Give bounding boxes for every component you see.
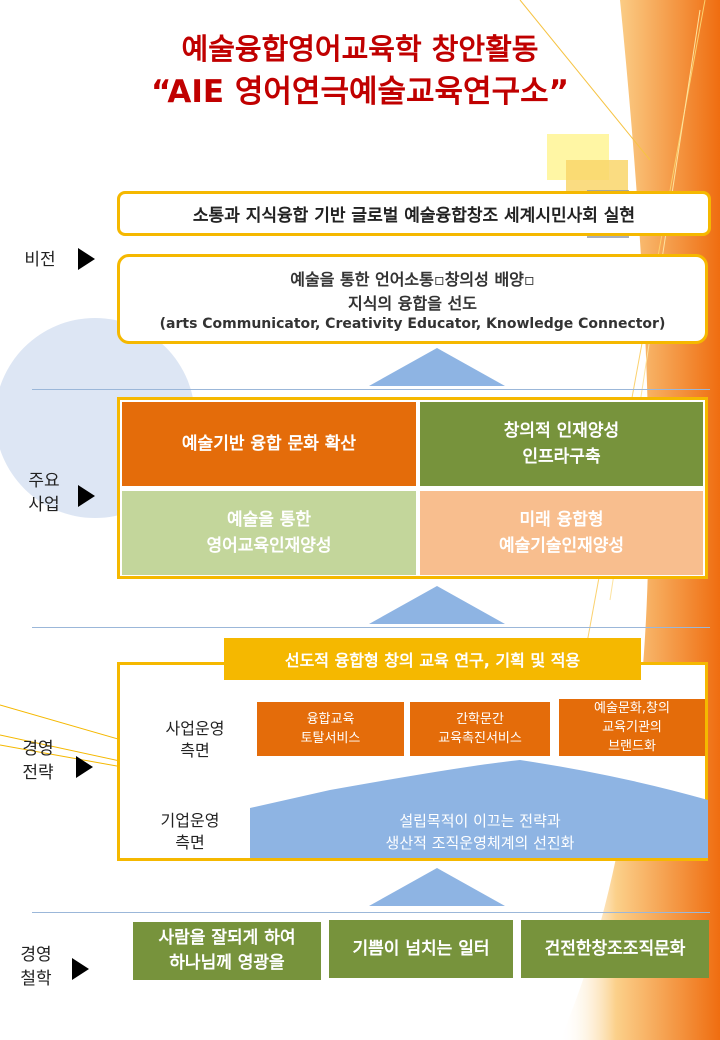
label-vision: 비전 <box>24 250 56 270</box>
business-cell-english: 예술을 통한 영어교육인재양성 <box>122 491 416 575</box>
strategy-banner: 선도적 융합형 창의 교육 연구, 기획 및 적용 <box>224 638 641 680</box>
divider <box>32 912 710 913</box>
philosophy-culture: 건전한창조조직문화 <box>521 920 709 978</box>
vision-pointer-icon <box>78 248 95 270</box>
vision-detail-line1: 예술을 통한 언어소통▫창의성 배양▫ <box>290 270 535 289</box>
philosophy-glory: 사람을 잘되게 하여 하나님께 영광을 <box>133 922 321 980</box>
strategy-pointer-icon <box>76 756 93 778</box>
vision-detail-box: 예술을 통한 언어소통▫창의성 배양▫ 지식의 융합을 선도 (arts Com… <box>117 254 708 344</box>
label-strategy: 경영 전략 <box>22 739 54 783</box>
page-title-line2: “AIE 영어연극예술교육연구소” <box>151 74 569 110</box>
philosophy-joy: 기쁨이 넘치는 일터 <box>329 920 513 978</box>
philosophy-pointer-icon <box>72 958 89 980</box>
vision-detail-line2: 지식의 융합을 선도 <box>348 294 477 313</box>
service-total: 융합교육 토탈서비스 <box>257 702 404 756</box>
page-title-line1: 예술융합영어교육학 창안활동 <box>181 32 539 66</box>
service-branding: 예술문화,창의 교육기관의 브랜드화 <box>559 699 705 756</box>
label-business: 주요 사업 <box>28 471 60 515</box>
corp-ops-label: 기업운영 측면 <box>160 811 220 852</box>
up-arrow-icon <box>369 868 505 906</box>
vision-statement: 소통과 지식융합 기반 글로벌 예술융합창조 세계시민사회 실현 <box>117 191 711 236</box>
business-cell-infra: 창의적 인재양성 인프라구축 <box>420 402 703 486</box>
vision-detail-line3: (arts Communicator, Creativity Educator,… <box>159 316 666 332</box>
business-pointer-icon <box>78 485 95 507</box>
business-cell-culture: 예술기반 융합 문화 확산 <box>122 402 416 486</box>
up-arrow-icon <box>369 348 505 386</box>
biz-ops-label: 사업운영 측면 <box>165 719 225 760</box>
label-philosophy: 경영 철학 <box>20 945 52 989</box>
business-grid: 예술기반 융합 문화 확산 창의적 인재양성 인프라구축 예술을 통한 영어교육… <box>117 397 708 579</box>
divider <box>32 389 710 390</box>
business-cell-future: 미래 융합형 예술기술인재양성 <box>420 491 703 575</box>
service-interdisciplinary: 간학문간 교육촉진서비스 <box>410 702 550 756</box>
up-arrow-icon <box>369 586 505 624</box>
divider <box>32 627 710 628</box>
pyramid-text: 설립목적이 이끄는 전략과 생산적 조직운영체계의 선진화 <box>385 812 575 852</box>
